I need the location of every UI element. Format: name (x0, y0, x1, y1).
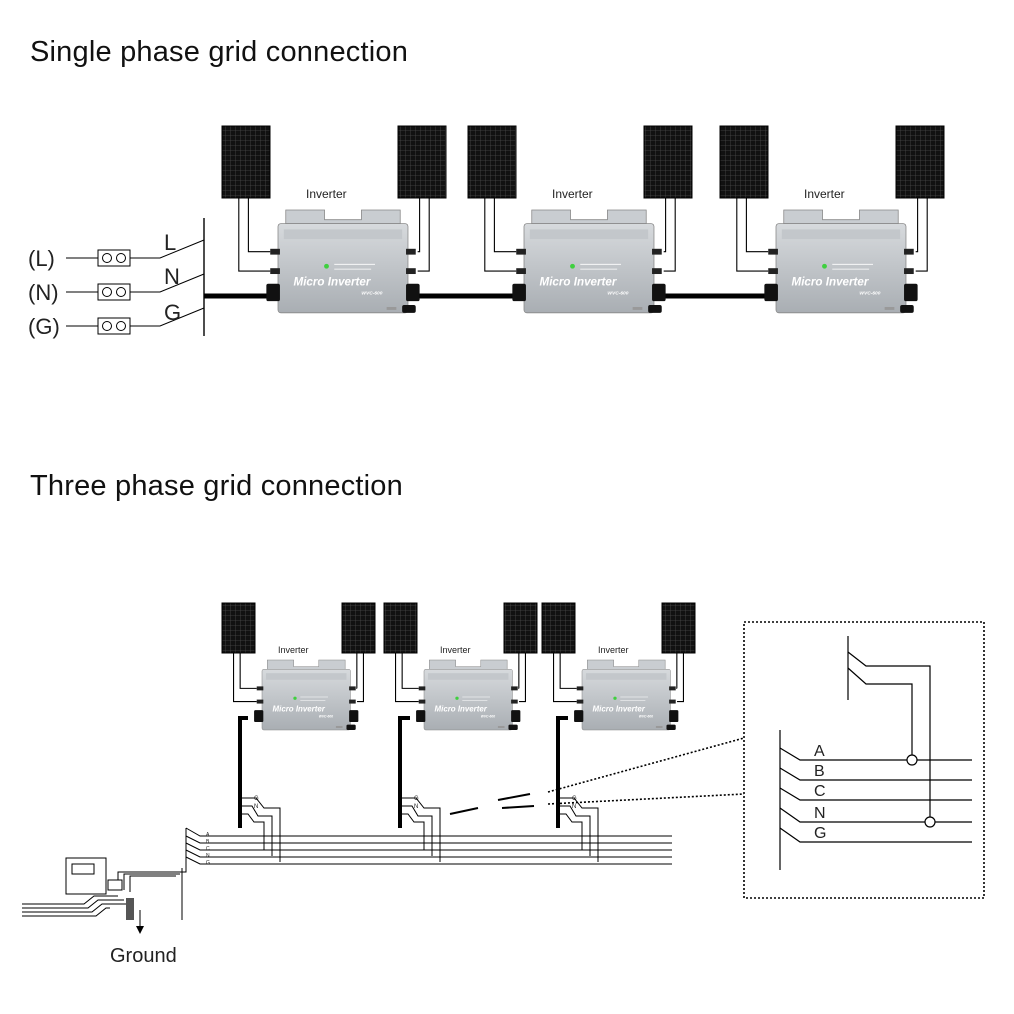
terminal-label: (L) (28, 246, 55, 271)
solar-panel (661, 602, 696, 654)
ground-arrow-icon (136, 926, 144, 934)
inverter-model: WVC-600 (607, 290, 628, 296)
detail-box (743, 621, 985, 899)
three-phase-bus (185, 827, 672, 866)
solar-panel (895, 125, 945, 199)
drop-label: N (572, 804, 576, 810)
solar-panel (341, 602, 376, 654)
drop-label: N (254, 804, 258, 810)
bus-label: N (206, 853, 210, 859)
solar-panel (221, 125, 271, 199)
dc-leads (233, 653, 364, 703)
dc-leads (736, 198, 928, 272)
inverter-brand: Micro Inverter (792, 276, 870, 289)
inverter-label: Inverter (552, 187, 593, 201)
terminal-label: (N) (28, 280, 59, 305)
inverter-label: Inverter (598, 645, 629, 655)
phase-label: C (814, 783, 826, 800)
inverter-label: Inverter (278, 645, 309, 655)
drop-label: N (414, 804, 418, 810)
inverter-brand: Micro Inverter (294, 276, 372, 289)
inverter-brand: Micro Inverter (593, 704, 646, 713)
solar-panel (541, 602, 576, 654)
inverter-label: Inverter (306, 187, 347, 201)
inverter-model: WVC-600 (481, 714, 495, 718)
solar-panel (503, 602, 538, 654)
line-letter: L (164, 230, 176, 255)
drop-cables (238, 716, 599, 862)
line-letter: N (164, 264, 180, 289)
solar-panel (643, 125, 693, 199)
drop-label: G (572, 796, 577, 802)
connector-dot (924, 816, 936, 828)
terminal-block: (L) L (N) N (G) G (28, 230, 205, 339)
dc-leads (553, 653, 684, 703)
inverter-label: Inverter (804, 187, 845, 201)
dc-leads (238, 198, 430, 272)
detail-wiring (779, 636, 972, 870)
solar-panel (467, 125, 517, 199)
terminal-label: (G) (28, 314, 60, 339)
inverter-brand: Micro Inverter (540, 276, 618, 289)
meter-connection (22, 857, 187, 920)
bus-label: B (206, 839, 210, 845)
solar-panel (221, 602, 256, 654)
solar-panel (719, 125, 769, 199)
inverter-model: WVC-600 (361, 290, 382, 296)
ground-bar (126, 898, 134, 920)
inverter-brand: Micro Inverter (273, 704, 326, 713)
phase-label: N (814, 805, 826, 822)
inverter-label: Inverter (440, 645, 471, 655)
dc-leads (484, 198, 676, 272)
zoom-callout (449, 737, 745, 815)
single-phase-title: Single phase grid connection (30, 36, 409, 68)
solar-panel (397, 125, 447, 199)
solar-panel (383, 602, 418, 654)
bus-label: A (206, 832, 210, 838)
drop-label: G (414, 796, 419, 802)
inverter-brand: Micro Inverter (435, 704, 488, 713)
connector-dot (906, 754, 918, 766)
bus-label: G (206, 860, 210, 866)
drop-label: G (254, 796, 259, 802)
ground-label: Ground (110, 945, 177, 967)
line-letter: G (164, 300, 181, 325)
dc-leads (395, 653, 526, 703)
inverter-model: WVC-600 (639, 714, 653, 718)
three-phase-title: Three phase grid connection (30, 470, 403, 502)
phase-label: G (814, 825, 826, 842)
phase-label: A (814, 743, 825, 760)
bus-label: C (206, 846, 210, 852)
inverter-model: WVC-600 (859, 290, 880, 296)
inverter-model: WVC-600 (319, 714, 333, 718)
phase-label: B (814, 763, 825, 780)
